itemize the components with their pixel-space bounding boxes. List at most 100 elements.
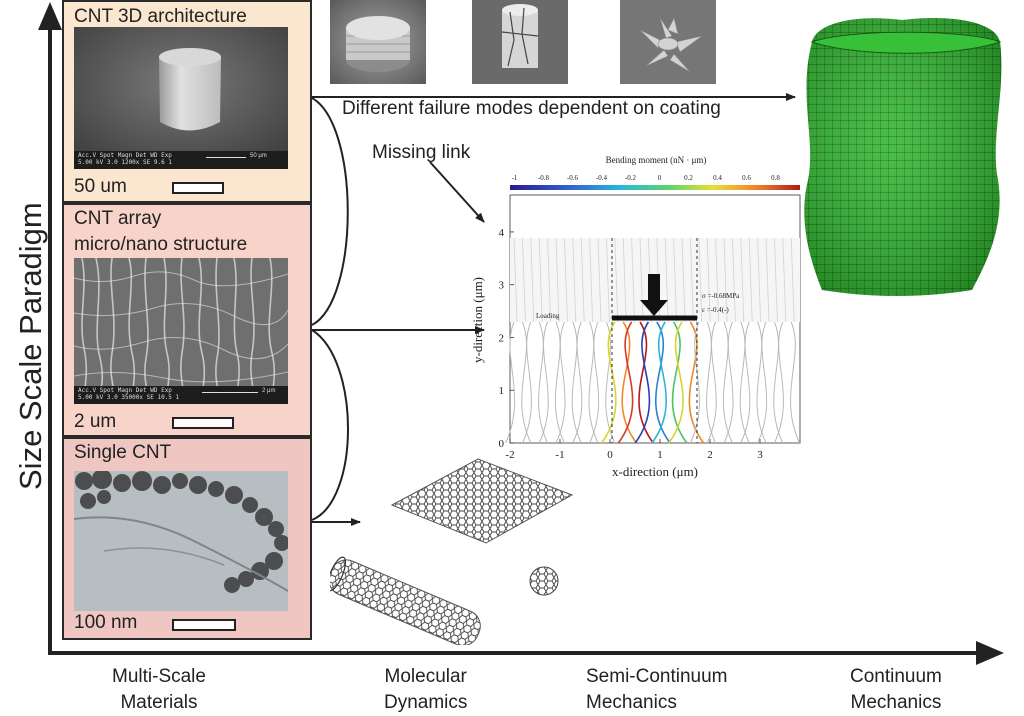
x-label-line: Dynamics [384, 692, 468, 713]
y-tick-label: 4 [499, 227, 505, 239]
fiber-line-upper [622, 237, 627, 323]
colorbar-tick-label: 0.2 [684, 174, 693, 182]
sem-image-pillar: Acc.V Spot Magn Det WD Exp 5.00 kV 3.0 1… [74, 27, 288, 169]
fiber-line-upper [606, 237, 610, 323]
scale-bar [172, 619, 236, 631]
fiber-line-upper [597, 237, 602, 323]
x-tick-label: -1 [555, 449, 564, 461]
fiber-line [634, 321, 651, 444]
fiber-lines [505, 237, 801, 444]
fiber-line-upper [715, 237, 719, 323]
x-label-line: Continuum [850, 666, 942, 687]
fiber-line-upper [530, 237, 535, 323]
fiber-line-upper [706, 237, 711, 323]
fiber-line-upper [631, 237, 635, 323]
fiber-line-upper [564, 237, 568, 323]
loading-label: Loading [536, 312, 560, 320]
fiber-line [555, 321, 566, 444]
fiber-line-upper [698, 237, 703, 323]
x-label-line: Materials [120, 692, 198, 713]
fiber-line [723, 321, 734, 444]
graphene-sheet [390, 458, 574, 544]
array-texture [74, 258, 288, 404]
scale-bar [172, 417, 234, 429]
x-label-continuum: Continuum Mechanics [850, 664, 942, 716]
colorbar-tick-label: 0 [658, 174, 662, 182]
fiber-line-upper [639, 237, 644, 323]
fiber-line-upper [681, 237, 686, 323]
fiber-line [538, 321, 549, 444]
fiber-line [588, 321, 599, 444]
sem-info-text: Acc.V Spot Magn Det WD Exp 5.00 kV 3.0 3… [78, 387, 179, 401]
fiber-line-upper [774, 237, 778, 323]
inset-plot: Bending moment (nN · μm) -1-0.8-0.6-0.4-… [470, 155, 801, 479]
caption-failure-modes: Different failure modes dependent on coa… [342, 98, 721, 119]
y-tick-label: 2 [499, 332, 505, 344]
fiber-line-upper [522, 237, 526, 323]
scale-bar [172, 182, 224, 194]
fiber-line [706, 321, 717, 444]
failure-image-1 [330, 0, 426, 84]
fiber-line-upper [765, 237, 770, 323]
fiber-line-upper [748, 237, 753, 323]
x-label-line: Molecular [384, 666, 467, 687]
fiber-line-upper [589, 237, 593, 323]
scale-label: 100 nm [74, 612, 138, 633]
sem-info-line: Acc.V Spot Magn Det WD Exp [78, 152, 172, 159]
x-tick-label: 1 [657, 449, 663, 461]
fiber-line [600, 321, 617, 444]
fiber-line [571, 321, 582, 444]
scale-label: 50 um [74, 176, 127, 197]
sem-scale-text: 2 μm [262, 388, 276, 394]
fullerene [529, 566, 559, 596]
fiber-line-upper [614, 237, 619, 323]
colorbar [510, 185, 800, 190]
sem-info-text: Acc.V Spot Magn Det WD Exp 5.00 kV 3.0 1… [78, 152, 172, 166]
fiber-line-upper [547, 237, 551, 323]
fiber-line [756, 321, 767, 444]
x-axis-label: x-direction (μm) [612, 464, 698, 479]
continuum-mesh [804, 18, 1002, 297]
panel-cnt-3d-architecture: CNT 3D architecture Acc.V Spot Magn Det [62, 0, 312, 203]
fiber-line-upper [664, 237, 669, 323]
y-tick-label: 0 [499, 438, 505, 450]
fiber-line [521, 321, 532, 444]
epsilon-label: ε =-0.4(-) [702, 306, 729, 314]
x-label-semicontinuum: Semi-Continuum Mechanics [586, 664, 728, 716]
fiber-line [521, 321, 532, 444]
y-tick-label: 1 [499, 385, 505, 397]
panel-title: CNT 3D architecture [74, 6, 247, 27]
fiber-line [572, 321, 583, 444]
colorbar-tick-label: 0.4 [713, 174, 722, 182]
y-axis-arrowhead [38, 2, 62, 30]
fiber-line [722, 321, 733, 444]
fiber-line [773, 321, 784, 444]
sem-scale-bar [202, 392, 258, 393]
x-label-molecular: Molecular Dynamics [384, 664, 467, 716]
sem-info-line: 5.00 kV 3.0 1200x SE 9.6 1 [78, 159, 172, 166]
fiber-line-upper [513, 237, 518, 323]
y-axis-title: Size Scale Paradigm [13, 202, 48, 490]
x-label-line: Mechanics [586, 692, 677, 713]
fiber-line [739, 321, 750, 444]
panel-title-line1: CNT array [74, 208, 162, 229]
panel-single-cnt: Single CNT 100 nm [62, 437, 312, 640]
panel-title: Single CNT [74, 442, 172, 463]
fiber-line [505, 321, 516, 444]
colorbar-tick-label: 0.8 [771, 174, 780, 182]
colorbar-tick-label: -0.4 [596, 174, 608, 182]
fiber-line [773, 321, 784, 444]
y-tick-label: 3 [499, 280, 505, 292]
arrow-missing-link [429, 161, 485, 223]
fiber-line-upper [580, 237, 585, 323]
y-axis-label: y-direction (μm) [470, 277, 485, 363]
fiber-line-upper [757, 237, 761, 323]
scale-label: 2 um [74, 411, 117, 432]
sigma-label: σ =-0.68MPa [702, 292, 740, 300]
fiber-line-upper [538, 237, 543, 323]
sem-image-array: Acc.V Spot Magn Det WD Exp 5.00 kV 3.0 3… [74, 258, 288, 404]
x-tick-label: 0 [607, 449, 613, 461]
colorbar-title: Bending moment (nN · μm) [606, 155, 707, 165]
fiber-line [617, 321, 634, 444]
